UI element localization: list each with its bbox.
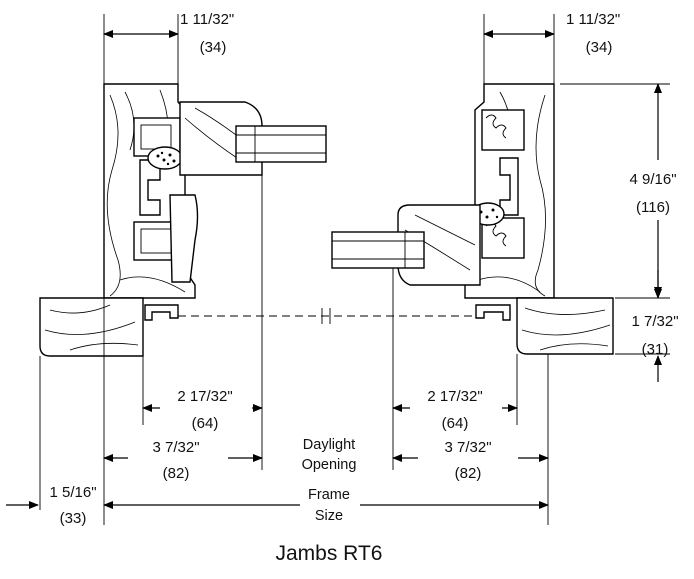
dim-sill-mm: (31) <box>642 341 669 358</box>
dim-right-inner-mm: (64) <box>442 415 469 432</box>
dim-top-right-frac: 1 11/32" <box>566 11 620 28</box>
dim-right-outer-mm: (82) <box>455 465 482 482</box>
dim-top-left-mm: (34) <box>200 39 227 56</box>
frame-size-label-line2: Size <box>315 508 343 524</box>
dim-right-outer-frac: 3 7/32" <box>444 439 491 456</box>
dim-right-inner-frac: 2 17/32" <box>427 388 482 405</box>
daylight-label-line2: Opening <box>302 457 357 473</box>
dim-top-left-frac: 1 11/32" <box>180 11 234 28</box>
daylight-label-line1: Daylight <box>303 437 355 453</box>
dim-left-edge-frac: 1 5/16" <box>49 484 96 501</box>
extension-lines <box>39 14 670 525</box>
left-jamb-assembly <box>39 83 327 357</box>
dim-height-frac: 4 9/16" <box>629 171 676 188</box>
drawing-caption: Jambs RT6 <box>276 542 383 565</box>
right-jamb-assembly <box>331 83 614 355</box>
dim-top-right-mm: (34) <box>586 39 613 56</box>
dim-left-outer-frac: 3 7/32" <box>152 439 199 456</box>
dim-left-inner-frac: 2 17/32" <box>177 388 232 405</box>
dim-left-edge-mm: (33) <box>60 510 87 527</box>
dim-left-inner-mm: (64) <box>192 415 219 432</box>
frame-size-label-line1: Frame <box>308 487 350 503</box>
dim-left-outer-mm: (82) <box>163 465 190 482</box>
dim-height-mm: (116) <box>636 199 670 216</box>
dim-sill-frac: 1 7/32" <box>631 313 678 330</box>
